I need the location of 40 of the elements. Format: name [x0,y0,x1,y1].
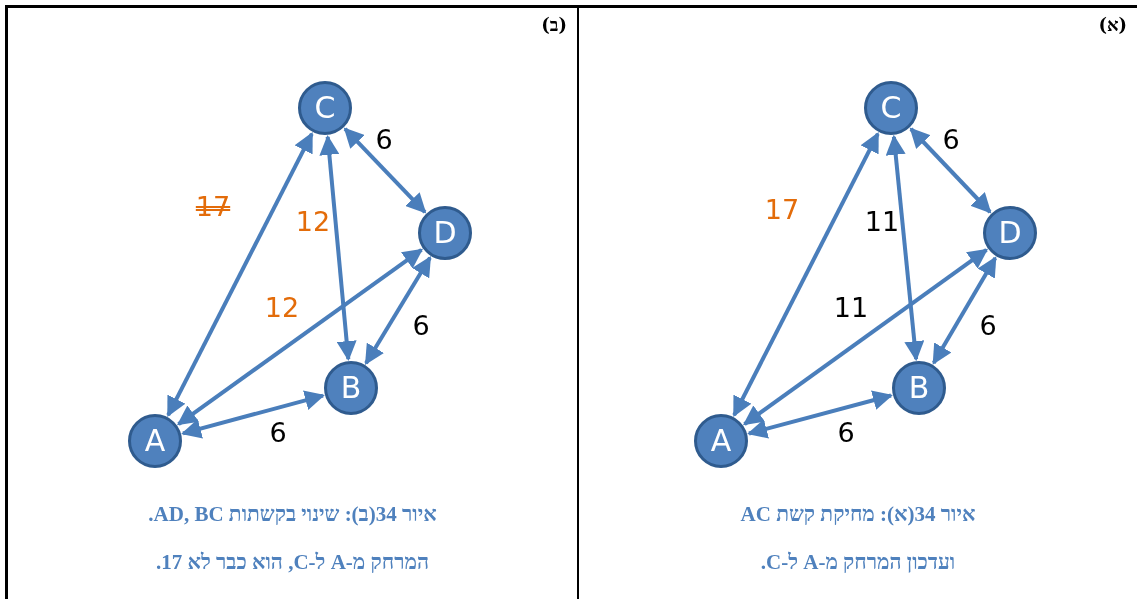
edge-label: 6 [269,418,287,448]
graph-node: A [128,414,182,468]
figure-caption: המרחק מ-A ל-C, הוא כבר לא 17. [155,550,430,574]
double-arrow [742,248,989,426]
double-arrow [732,132,880,417]
edge-label: 12 [264,293,300,323]
graph-node: C [298,81,352,135]
double-arrow [166,132,314,417]
figure-panel [5,5,577,599]
figure-caption: איור 34(א): מחיקת קשת AC [740,502,976,526]
edge-label: 6 [979,311,997,341]
graph-node: C [864,81,918,135]
graph-node: B [892,361,946,415]
figure-caption: איור 34(ב): שינוי בקשתות AD, BC. [148,502,437,526]
double-arrow [747,390,893,439]
double-arrow [364,256,432,365]
edge-label: 6 [942,125,960,155]
edge-label: 17 [764,195,800,225]
panel-label: (א) [1098,14,1127,36]
double-arrow [931,256,998,365]
double-arrow [909,127,992,214]
double-arrow [181,390,325,439]
edge-label: 12 [295,207,331,237]
graph-node: B [324,361,378,415]
edge-label: 11 [864,207,900,237]
panel-label: (ב) [541,14,567,36]
figure-caption: ועדכון המרחק מ-A ל-C. [760,550,956,574]
struck-edge-label: 17 [195,192,231,222]
edge-label: 11 [833,293,869,323]
graph-node: D [983,206,1037,260]
double-arrow [885,134,925,362]
edge-label: 6 [375,125,393,155]
graph-node: A [694,414,748,468]
double-arrow [319,134,357,362]
double-arrow [343,127,427,214]
figure-panel [577,5,1137,599]
edge-label: 6 [412,311,430,341]
edge-label: 6 [837,418,855,448]
double-arrow [176,248,424,426]
graph-node: D [418,206,472,260]
